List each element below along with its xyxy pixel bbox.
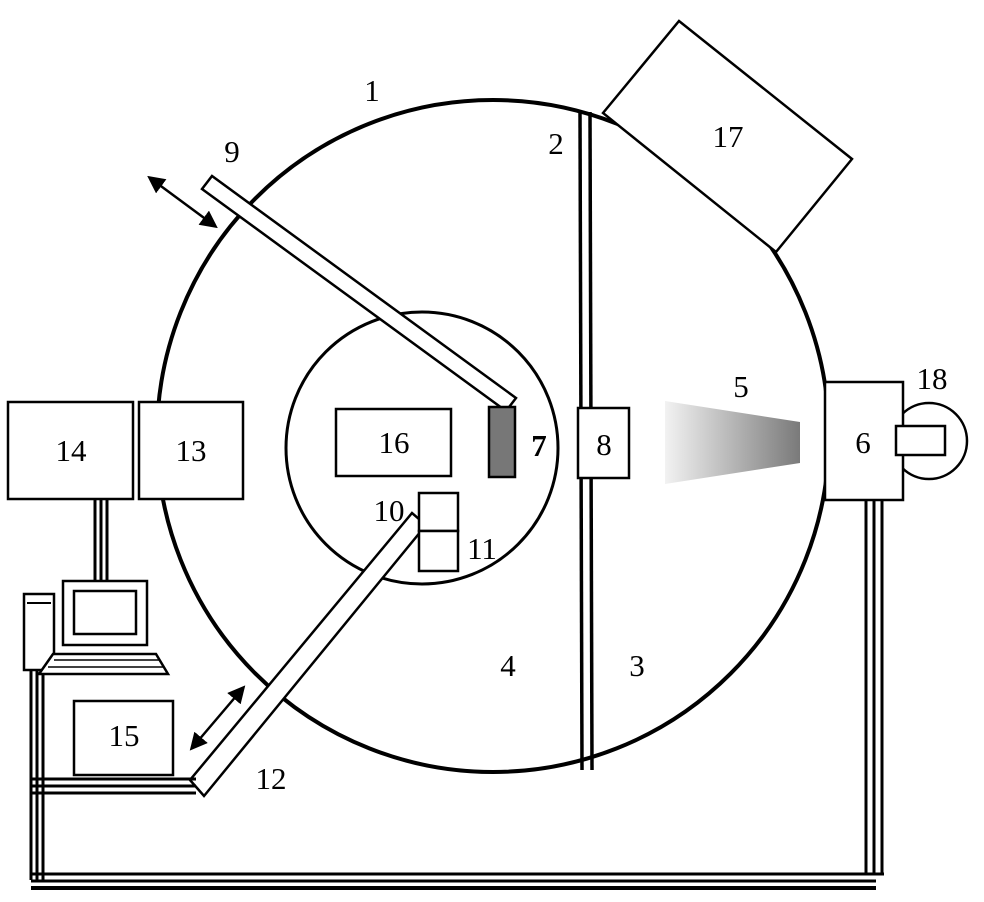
computer-screen	[72, 589, 138, 636]
label-3: 3	[629, 648, 645, 683]
sample-7	[487, 405, 517, 479]
transfer-rod-12	[188, 511, 428, 798]
label-15: 15	[109, 718, 140, 753]
label-10: 10	[374, 493, 405, 528]
beam-5	[665, 401, 800, 484]
label-2: 2	[548, 126, 564, 161]
label-13: 13	[176, 433, 207, 468]
box-10	[417, 491, 460, 533]
label-12: 12	[256, 761, 287, 796]
pump-box-17	[601, 19, 854, 254]
label-4: 4	[500, 648, 516, 683]
source-box-6	[823, 380, 905, 502]
computer-keyboard	[36, 652, 171, 676]
rod-12-motion-arrow	[189, 685, 246, 751]
monitor-14	[6, 400, 135, 501]
box-16	[334, 407, 453, 478]
label-14: 14	[56, 433, 88, 468]
window-8	[576, 406, 631, 480]
box-15	[72, 699, 175, 777]
rod-9-motion-arrow	[147, 175, 218, 229]
label-5: 5	[733, 369, 749, 404]
element-18-inner	[894, 424, 947, 457]
monitor-13	[137, 400, 245, 501]
label-8: 8	[596, 427, 612, 462]
label-1: 1	[364, 73, 380, 108]
inner-chamber	[284, 310, 560, 586]
label-9: 9	[224, 134, 240, 169]
box-11	[417, 529, 460, 573]
computer-tower	[22, 592, 56, 672]
label-18: 18	[917, 361, 948, 396]
label-16: 16	[379, 425, 410, 460]
label-6: 6	[855, 425, 871, 460]
manipulator-rod-9	[200, 174, 518, 413]
label-17: 17	[713, 119, 744, 154]
label-7: 7	[531, 428, 547, 463]
label-11: 11	[467, 531, 497, 566]
